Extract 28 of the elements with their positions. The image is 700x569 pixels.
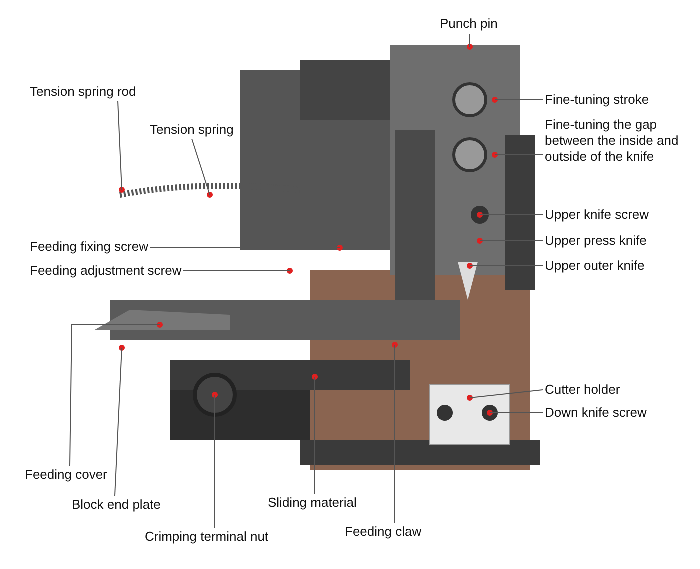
callout-label: Punch pin <box>440 16 498 32</box>
leader-line <box>70 324 160 466</box>
callout-label: Upper outer knife <box>545 258 645 274</box>
callout-label: Cutter holder <box>545 382 620 398</box>
leader-line <box>470 390 544 398</box>
callout-label: Feeding claw <box>345 524 422 540</box>
leader-line <box>314 376 316 494</box>
leader-line <box>214 394 216 528</box>
callout-label: Fine-tuning stroke <box>545 92 650 108</box>
leader-line <box>182 270 290 272</box>
leader-line <box>114 348 122 496</box>
leader-line <box>480 214 544 216</box>
callout-label: Block end plate <box>72 497 161 513</box>
callout-label: Feeding adjustment screw <box>30 263 182 279</box>
callout-label: Upper press knife <box>545 233 647 249</box>
callout-label: Tension spring rod <box>30 84 136 100</box>
leader-line <box>118 100 122 190</box>
leader-line <box>192 138 210 196</box>
callout-label: Crimping terminal nut <box>145 529 269 545</box>
leader-line <box>394 344 396 524</box>
callout-label: Fine-tuning the gap between the inside and outside of the knife <box>545 117 695 165</box>
callout-label: Down knife screw <box>545 405 647 421</box>
callout-label: Upper knife screw <box>545 207 650 223</box>
callout-label: Tension spring <box>150 122 234 138</box>
callout-label: Feeding cover <box>25 467 108 483</box>
callout-label: Feeding fixing screw <box>30 239 148 255</box>
callout-label: Sliding material <box>268 495 357 511</box>
leader-line <box>490 412 544 414</box>
